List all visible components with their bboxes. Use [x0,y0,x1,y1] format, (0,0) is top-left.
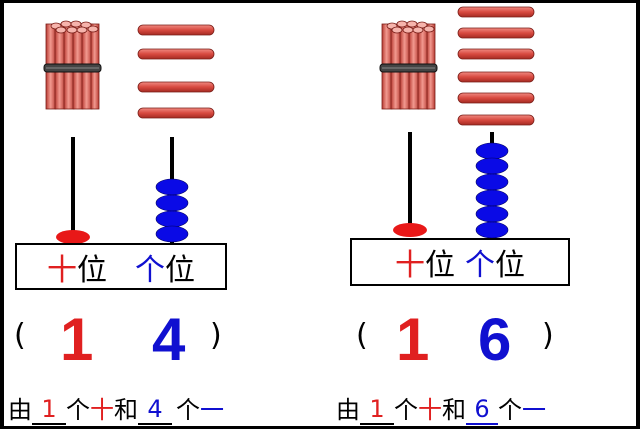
ones-label-right: 个 [465,248,495,283]
tens-count-blank-right: 1 [360,395,394,425]
sentence-ge1-left: 个 [66,396,90,424]
sentence-right: 由 1 个 十 和 6 个 一 [336,390,546,425]
ones-digit-left: 4 [152,306,186,373]
place-value-label-box-right: 十 位 个 位 [350,238,570,286]
single-sticks-right [457,6,535,126]
sentence-he-right: 和 [442,396,466,424]
sentence-ge1-right: 个 [394,396,418,424]
sentence-shi-left: 十 [90,396,114,424]
sentence-he-left: 和 [114,396,138,424]
tens-digit-right: 1 [396,306,430,373]
sentence-ge2-left: 个 [176,396,200,424]
sentence-yi-left: 一 [200,396,224,424]
tens-label-right: 十 [395,248,425,283]
bundle-of-ten-sticks-left [43,20,102,110]
sentence-shi-right: 十 [418,396,442,424]
ones-digit-right: 6 [478,306,512,373]
bundle-of-ten-sticks-right [379,20,438,110]
tens-bead-left [56,230,90,244]
position-label-right-1: 位 [425,248,455,283]
tens-label-left: 十 [47,252,77,288]
ones-beads-left [155,178,189,243]
open-bracket-left: ( [14,318,26,353]
open-bracket-right: ( [356,318,368,353]
sentence-ge2-right: 个 [498,396,522,424]
position-label-left-1: 位 [77,252,107,288]
sentence-you-right: 由 [336,396,360,424]
tens-bead-right [393,223,427,237]
ones-count-blank-left: 4 [138,395,172,425]
tens-count-blank-left: 1 [32,395,66,425]
place-value-label-box-left: 十 位 个 位 [15,243,227,290]
close-bracket-left: ) [210,318,222,353]
ones-beads-right [475,142,509,239]
position-label-right-2: 位 [495,248,525,283]
ones-label-left: 个 [135,252,165,288]
sentence-yi-right: 一 [522,396,546,424]
sentence-you-left: 由 [8,396,32,424]
sentence-left: 由 1 个 十 和 4 个 一 [8,390,224,425]
position-label-left-2: 位 [165,252,195,288]
close-bracket-right: ) [542,318,554,353]
ones-count-blank-right: 6 [466,395,498,425]
single-sticks-left [137,24,215,119]
tens-digit-left: 1 [60,306,94,373]
